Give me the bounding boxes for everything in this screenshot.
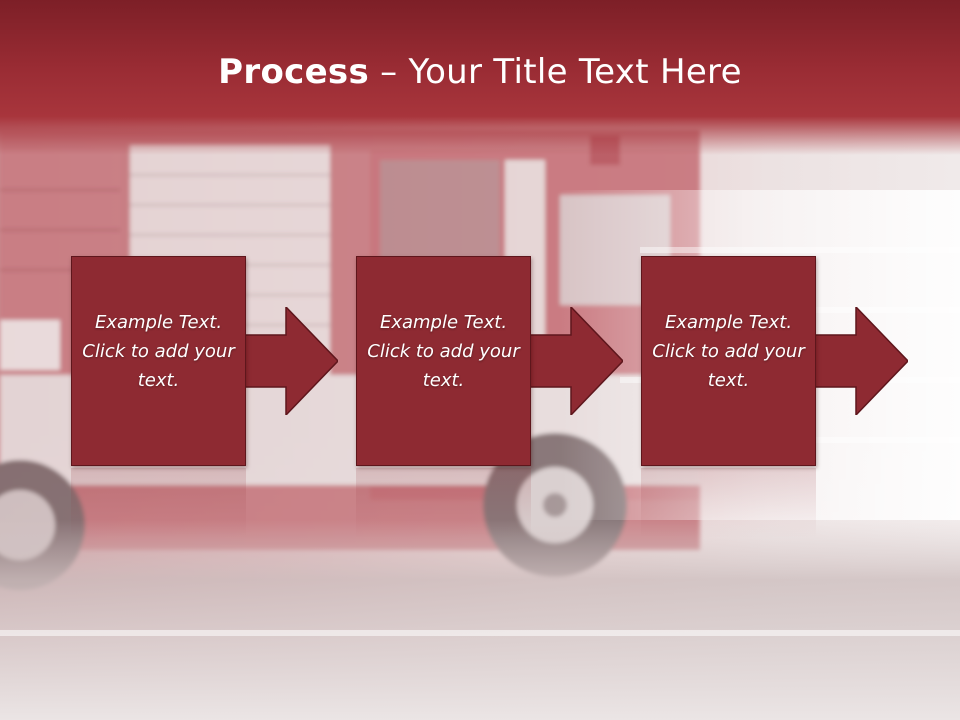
step-text[interactable]: Example Text. Click to add your text. [367,312,520,391]
title-rest: – Your Title Text Here [369,52,742,92]
step-text[interactable]: Example Text. Click to add your text. [652,312,805,391]
step-box [356,256,531,466]
title-band [0,0,960,155]
step-1-reflection [71,468,246,538]
process-step-2[interactable]: Example Text. Click to add your text. [356,256,531,466]
arrow-right-icon [238,307,338,415]
arrow-right-icon [523,307,623,415]
slide-title[interactable]: Process – Your Title Text Here [0,52,960,92]
step-box [641,256,816,466]
step-box [71,256,246,466]
step-2-reflection [356,468,531,538]
process-step-3[interactable]: Example Text. Click to add your text. [641,256,816,466]
title-bold: Process [218,52,370,92]
step-3-reflection [641,468,816,538]
arrow-right-icon [808,307,908,415]
process-step-1[interactable]: Example Text. Click to add your text. [71,256,246,466]
step-text[interactable]: Example Text. Click to add your text. [82,312,235,391]
